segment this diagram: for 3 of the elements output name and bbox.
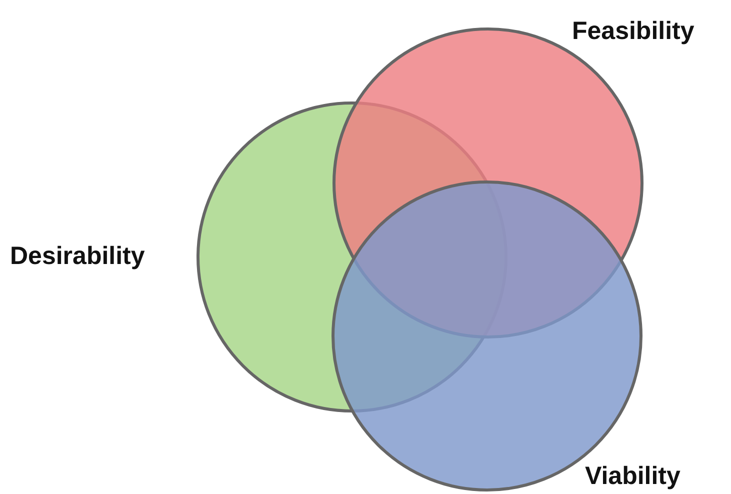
set-label: Viability: [585, 461, 680, 491]
set-label: Feasibility: [572, 16, 694, 46]
set-label: Desirability: [10, 241, 145, 271]
